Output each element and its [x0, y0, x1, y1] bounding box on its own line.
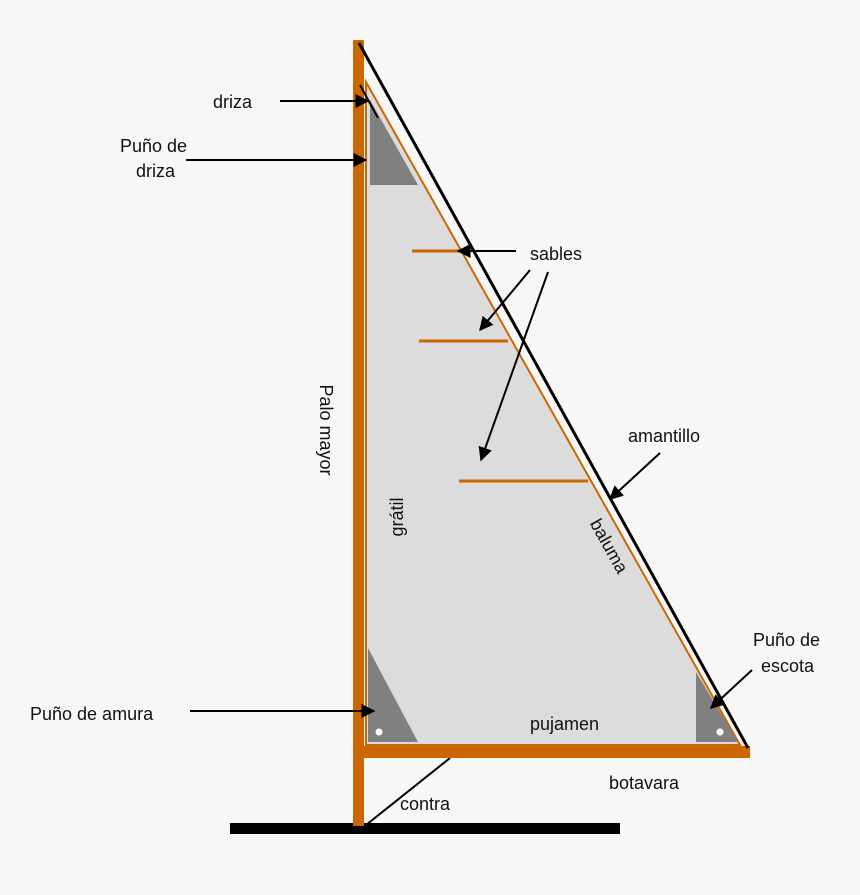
arrow-sables-3: [478, 271, 549, 462]
botavara: [360, 746, 750, 758]
label-puno-de-escota-line1: Puño de: [753, 630, 821, 650]
puno-de-amura-patch: [368, 648, 418, 742]
puno-de-driza-patch: [370, 100, 418, 185]
label-driza: driza: [213, 92, 253, 112]
amantillo-line: [357, 42, 750, 749]
arrow-sables-2: [479, 269, 531, 332]
label-puno-de-driza-line2: driza: [136, 161, 176, 181]
label-puno-de-driza-line1: Puño de: [120, 136, 188, 156]
arrow-puno-escota: [709, 669, 753, 709]
label-gratil: grátil: [387, 497, 407, 537]
palo-mayor: [353, 40, 364, 826]
label-pujamen: pujamen: [530, 714, 600, 734]
sail: [365, 78, 742, 746]
amura-eyelet: [375, 728, 383, 736]
label-puno-de-escota-line2: escota: [761, 656, 815, 676]
contra-line: [365, 757, 451, 826]
escota-eyelet: [716, 728, 724, 736]
label-palo-mayor: Palo mayor: [316, 384, 336, 476]
label-puno-de-amura: Puño de amura: [30, 704, 154, 724]
deck-base: [230, 823, 620, 834]
arrow-amantillo: [608, 452, 661, 500]
label-contra: contra: [400, 794, 451, 814]
label-amantillo: amantillo: [628, 426, 701, 446]
label-sables: sables: [530, 244, 583, 264]
label-botavara: botavara: [609, 773, 680, 793]
